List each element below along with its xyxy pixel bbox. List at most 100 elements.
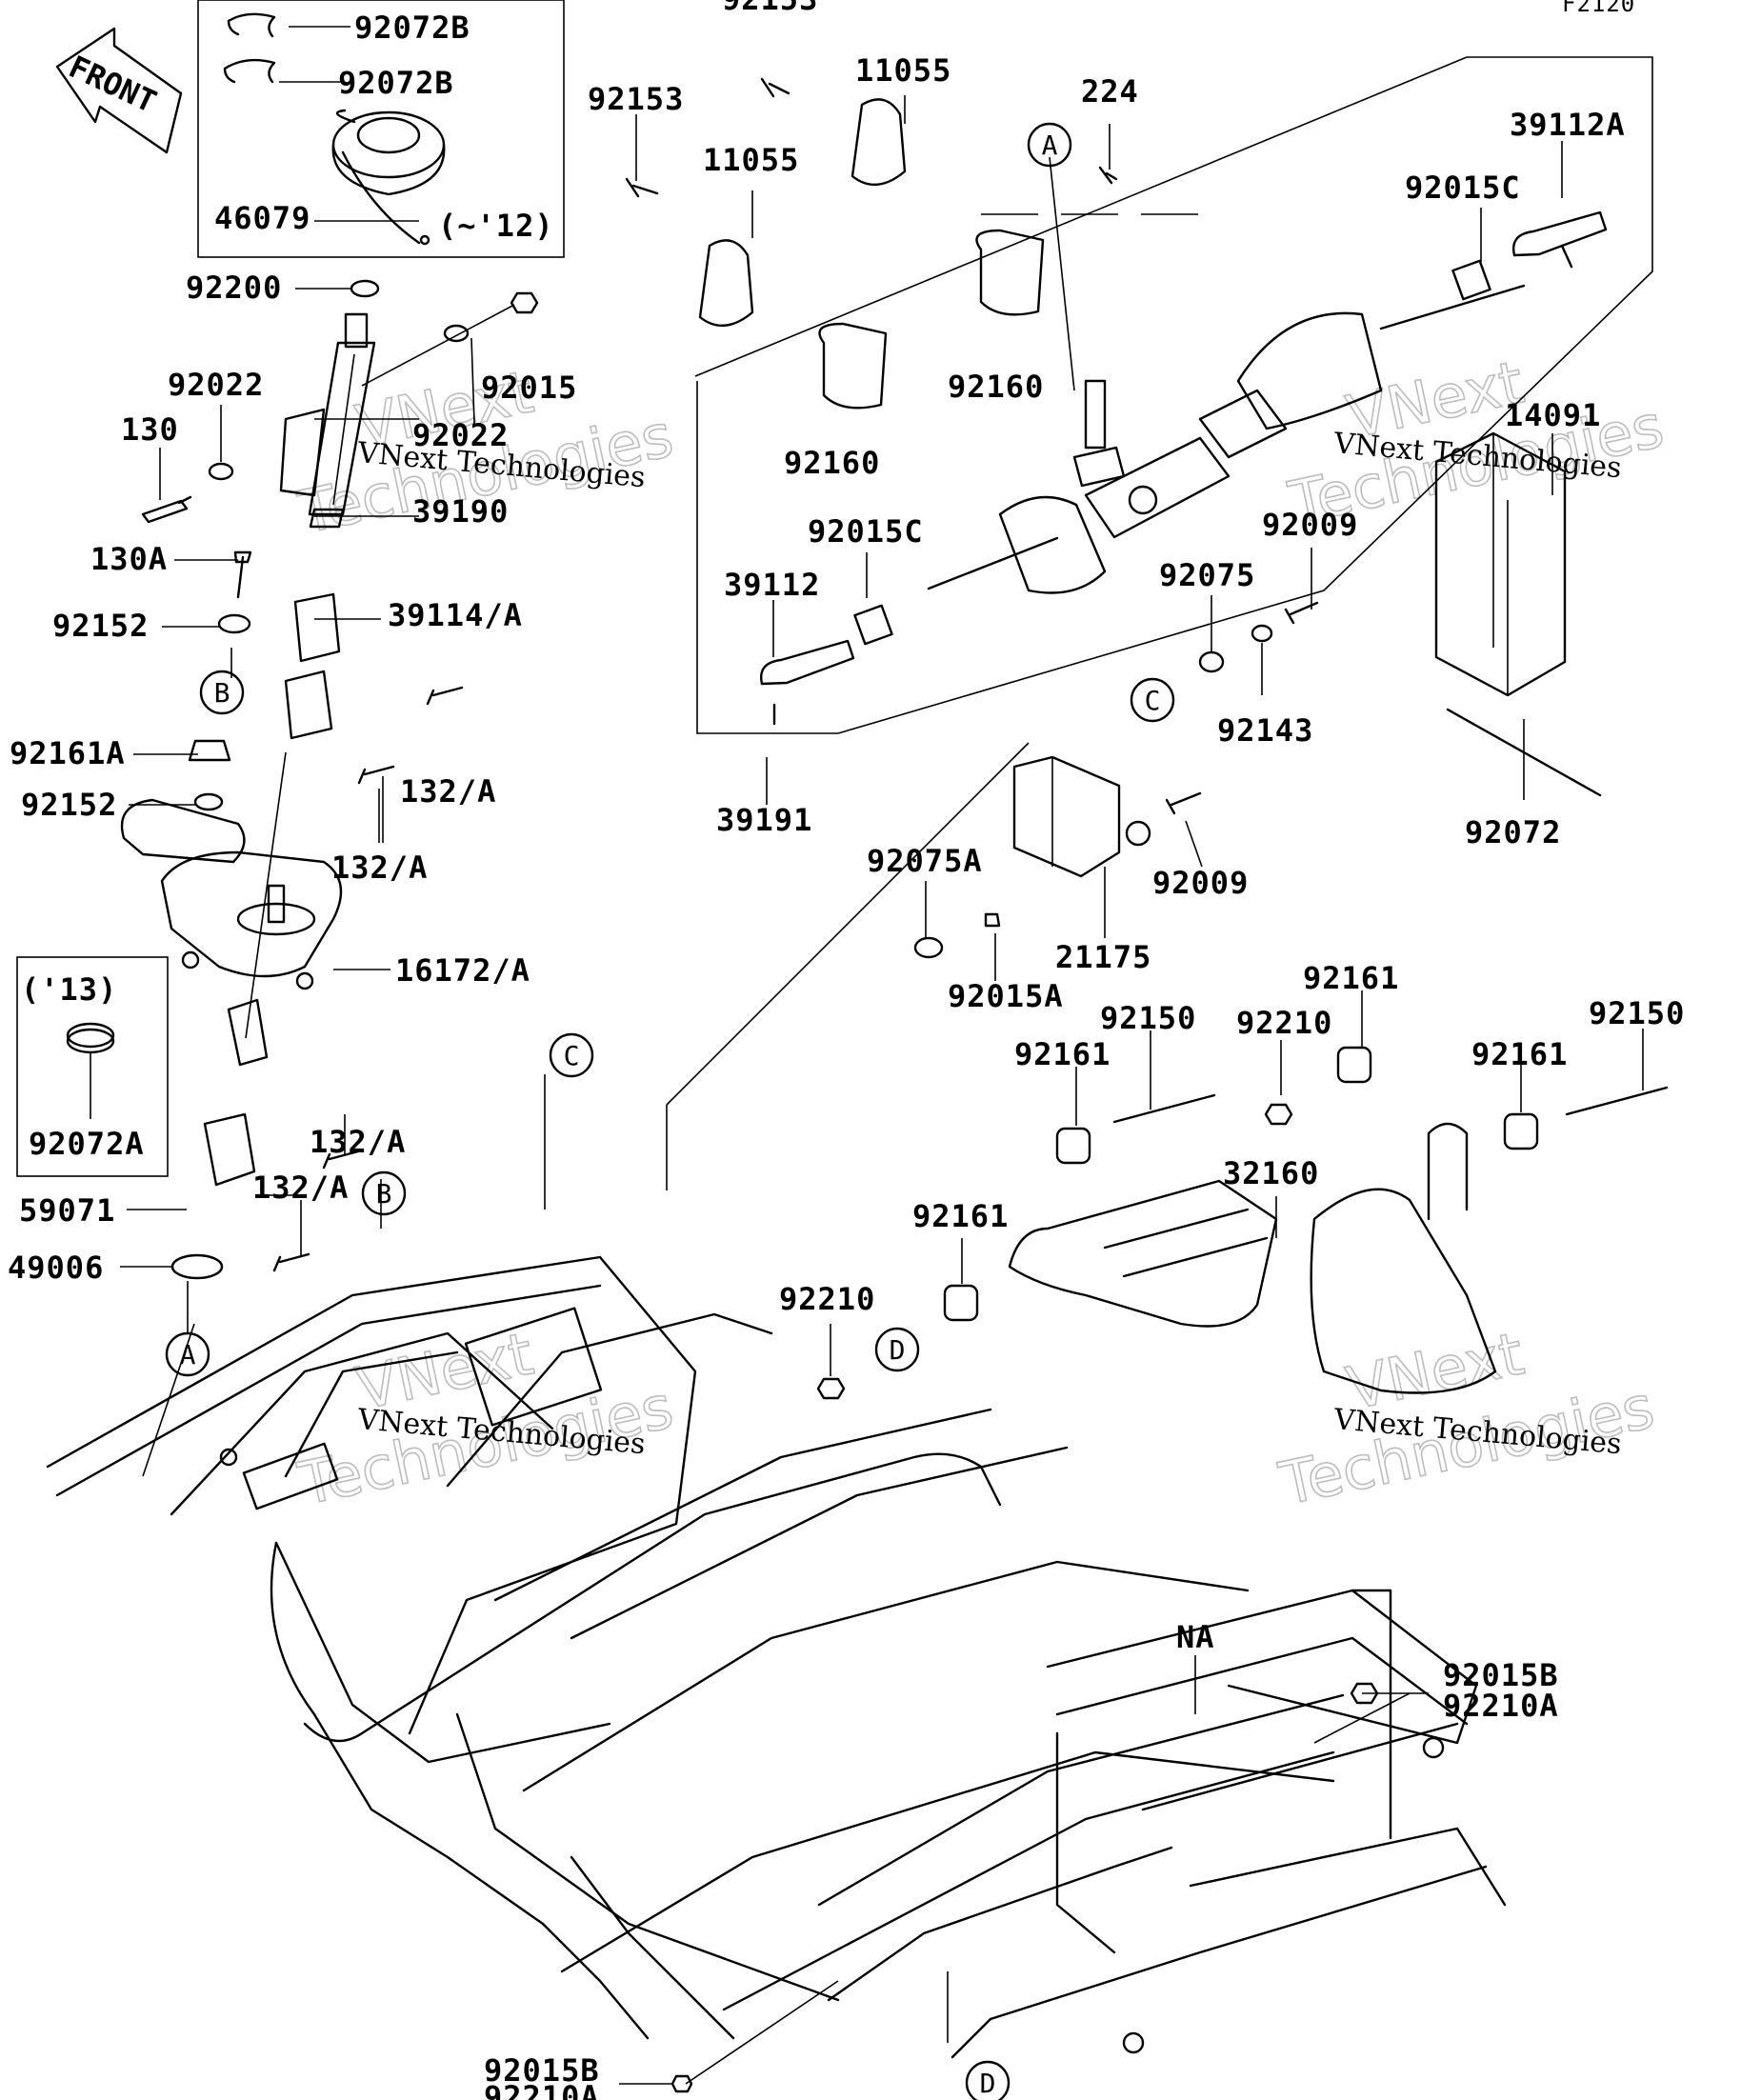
part-number-label: 92072 [1465,814,1561,850]
part-number-label: 92160 [784,445,880,481]
part-number-label: 132/A [310,1124,406,1160]
part-number-label: 92009 [1152,865,1249,901]
steering-shaft-icon [279,312,376,529]
part-number-label: 39112 [724,567,820,603]
svg-text:C: C [564,1040,580,1071]
part-number-label: 132/A [400,773,496,810]
part-number-label: 39112A [1510,107,1626,143]
svg-text:B: B [214,677,230,709]
power-steering-unit-icon [120,798,343,1067]
part-number-label: 92015B [1443,1657,1559,1693]
part-number-label: 92210 [1236,1005,1332,1041]
part-number-label: 92015B [484,2052,600,2089]
part-number-label: 39114/A [388,597,523,633]
part-number-label: 32160 [1223,1155,1319,1191]
part-number-label: 11055 [855,52,951,89]
nut-icon [670,1103,1379,2093]
part-number-label: 92152 [52,608,149,644]
steering-rack-icon [927,284,1526,594]
part-number-label: 92210 [779,1281,875,1317]
part-number-label: 46079 [214,200,310,236]
universal-joint-icon [203,592,341,1187]
clamp-icon [223,12,276,84]
bolt-icon [141,495,464,1272]
part-number-label: 224 [1081,73,1139,110]
control-unit-icon [1012,755,1151,878]
part-number-label: 39191 [716,802,812,838]
part-number-label: 130 [121,411,179,448]
part-number-label: 92075 [1159,557,1255,593]
svg-text:A: A [180,1339,196,1370]
part-number-label: 39190 [412,493,509,530]
part-number-label: 16172/A [395,952,530,989]
svg-text:C: C [1145,685,1161,716]
part-number-label: 92161A [10,735,126,771]
tie-rod-end-icon [760,210,1608,726]
part-number-label: 14091 [1505,397,1601,433]
watermark-mid-left: VNext Technologies VNext Technologies [291,1318,679,1520]
part-number-label: 92072B [338,65,454,101]
part-number-label: 92160 [948,369,1044,405]
part-number-label: 92161 [1471,1036,1568,1072]
watermark-mid-right: VNext Technologies VNext Technologies [1272,1318,1660,1520]
figure-code: F2120 [1562,0,1635,17]
relay-box-icon [1434,431,1567,697]
part-number-label: 92072B [354,10,470,46]
part-number-label: 11055 [703,142,799,178]
part-number-label: 92015C [1405,170,1521,206]
part-number-label: 92009 [1262,507,1358,543]
sleeve-icon [853,259,1491,646]
bolt-icon [1112,1086,1669,1124]
part-number-label: 92150 [1100,1000,1196,1036]
part-number-label: 130A [90,541,168,577]
inset-box-13 [16,956,169,1177]
front-arrow-icon: FRONT [55,27,183,154]
part-number-label: 92015C [808,513,924,550]
front-label: FRONT [64,49,162,120]
inset-box-sensor [197,0,565,258]
svg-text:B: B [376,1178,392,1210]
part-number-label: 92150 [1589,995,1685,1031]
part-number-label: 92075A [867,843,983,879]
part-number-label: 92210A [484,2079,600,2100]
part-number-label: 21175 [1055,939,1151,975]
callout-b: B [361,1170,407,1216]
bracket-icon [698,98,907,328]
damper-icon [943,1046,1539,1322]
part-number-label: 92152 [21,787,117,823]
part-number-label: 92015A [948,978,1064,1014]
rack-group-outline [694,56,1653,734]
svg-text:D: D [890,1334,906,1366]
svg-text:D: D [980,2068,996,2099]
washer-icon [170,279,470,1280]
sensor-icon [331,109,446,246]
leader-lines [90,26,1644,2085]
part-number-label: 132/A [252,1170,349,1206]
clamp-icon [66,1022,115,1054]
callout-d: D [874,1327,920,1372]
callout-c: C [1130,677,1175,723]
part-number-label: 92022 [168,367,264,403]
part-number-label: 92015 [481,370,577,406]
callout-a: A [1027,122,1072,168]
part-labels: 92153 11055 224 39112A 92153 11055 92015… [8,0,1685,2100]
part-number-label: 132/A [331,850,428,886]
part-number-label: NA [1176,1619,1215,1655]
part-number-label: 92143 [1217,712,1313,749]
part-number-label: 92161 [1014,1036,1111,1072]
callout-a: A [165,1331,210,1377]
frame-icon [46,1255,1507,2059]
part-number-label: 92022 [412,417,509,453]
bolt-icon [625,77,1319,928]
part-number-label: 92161 [1303,960,1399,996]
part-number-label: 92210A [1443,1688,1559,1724]
part-number-label: 59071 [19,1192,115,1229]
callout-b: B [199,670,245,715]
part-number-label: 92161 [912,1198,1009,1234]
skid-plate-icon [1008,1122,1497,1394]
part-number-label: 92072A [29,1126,145,1162]
callout-c: C [549,1032,594,1078]
part-number-label: 49006 [8,1250,104,1286]
